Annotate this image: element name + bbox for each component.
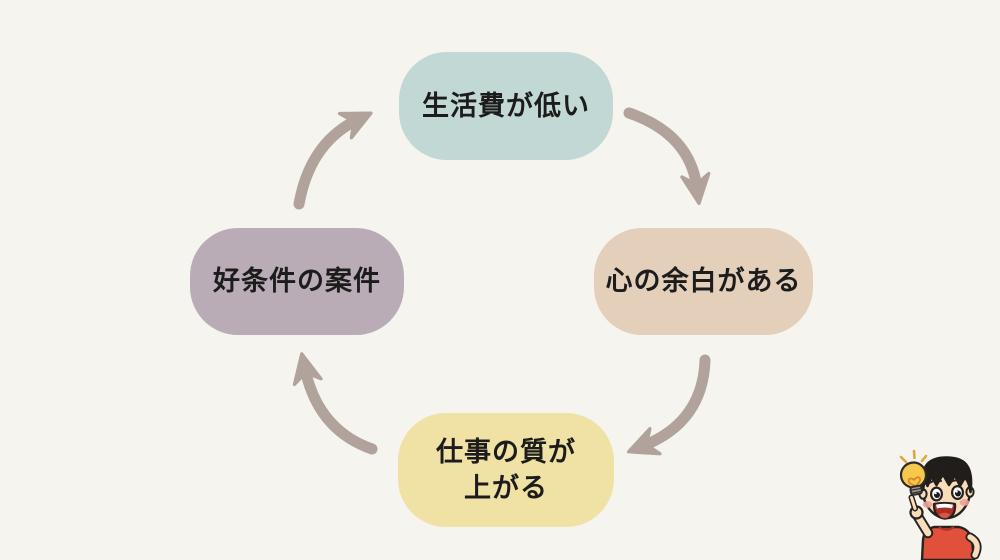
node-label: 心の余白がある	[605, 266, 802, 297]
node-label: 仕事の質が 上がる	[436, 434, 576, 507]
node-mental-headroom: 心の余白がある	[594, 228, 813, 335]
arrow-left-to-top	[293, 111, 373, 210]
node-label: 生活費が低い	[422, 90, 590, 121]
boy-eyes	[929, 484, 964, 502]
mascot-boy-with-lightbulb	[899, 449, 982, 560]
idea-lightbulb-icon	[899, 449, 928, 496]
boy-pointing-hand	[908, 494, 934, 539]
arrow-right-to-bottom	[626, 354, 711, 456]
node-label-line1: 仕事の質が	[436, 436, 576, 467]
boy-mouth	[932, 501, 957, 520]
node-living-costs-low: 生活費が低い	[399, 52, 613, 160]
boy-hair	[921, 456, 973, 494]
boy-right-arm	[965, 532, 982, 560]
node-label: 好条件の案件	[213, 266, 381, 297]
node-work-quality-up: 仕事の質が 上がる	[398, 413, 614, 527]
node-good-condition-projects: 好条件の案件	[190, 228, 404, 335]
mascot-boy	[908, 456, 982, 560]
arrow-top-to-right	[623, 107, 711, 206]
node-label-line2: 上がる	[464, 473, 548, 503]
arrow-bottom-to-left	[292, 352, 378, 455]
